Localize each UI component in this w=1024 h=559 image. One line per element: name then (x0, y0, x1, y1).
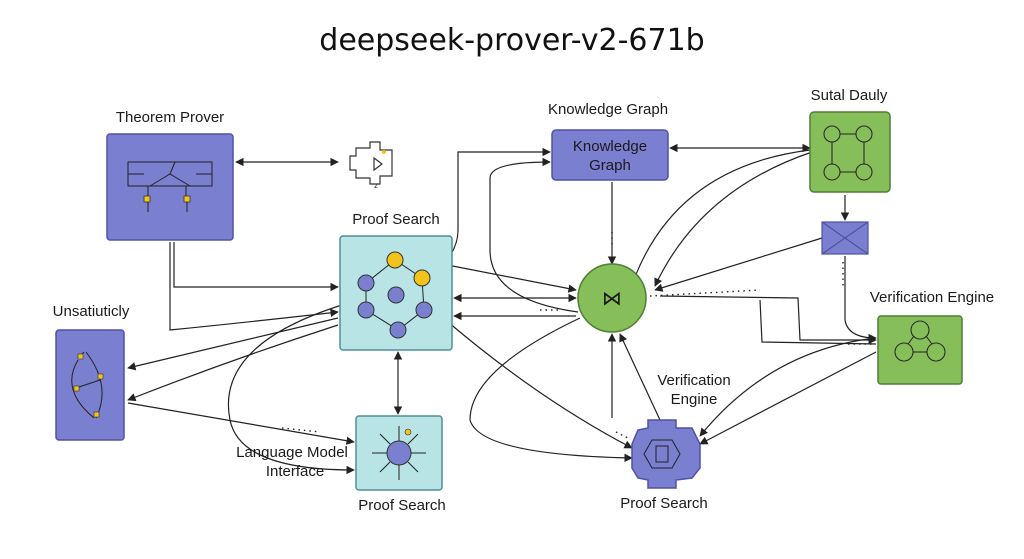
node-sutal-dauly: Sutal Dauly (809, 87, 891, 193)
edge-ver-octagon-1 (699, 351, 877, 445)
node-proof-search-bottom: Proof Search (355, 415, 446, 514)
node-adapter: z (349, 141, 393, 190)
edge-octagon-hub-2 (619, 333, 661, 421)
proof-search-bottom-label: Proof Search (358, 497, 446, 514)
edge-ver-hub (659, 295, 877, 345)
edge-ver-octagon-2 (699, 337, 877, 437)
theorem-prover-label: Theorem Prover (116, 109, 224, 126)
radial-node-icon (372, 426, 426, 480)
verification-engine-bottom-line2: Engine (671, 391, 718, 408)
unsatiuticly-label: Unsatiuticly (53, 303, 130, 320)
node-verification-engine-bottom: Verification Engine (657, 372, 730, 408)
knowledge-graph-title: Knowledge Graph (548, 101, 668, 118)
node-hub: ⋈ (577, 263, 647, 333)
edge-cross-hub (654, 237, 823, 292)
lmi-line1: Language Model (236, 444, 348, 461)
arc-network-icon (71, 351, 104, 419)
edge-theorem-proofsearch-2 (169, 242, 339, 331)
edge-sutal-hub (654, 151, 813, 287)
edge-unsat-lmi (127, 402, 355, 445)
proof-search-main-label: Proof Search (352, 211, 440, 228)
octagon-icon (631, 419, 701, 489)
edges (127, 143, 877, 475)
node-theorem-prover: Theorem Prover (106, 109, 234, 241)
node-cross-connector (821, 221, 869, 255)
dots-hub-right (649, 289, 761, 297)
edge-cross-ver (844, 256, 877, 343)
node-unsatiuticly: Unsatiuticly (53, 303, 130, 441)
edge-proofsearch-unsat-2 (127, 324, 339, 402)
dots-lmi (281, 427, 321, 433)
edge-proofsearch-kg (439, 147, 551, 269)
dots-octagon (615, 431, 629, 439)
adapter-glyph: z (374, 181, 378, 190)
edge-theorem-proofsearch (173, 242, 339, 292)
node-verification-engine-right: Verification Engine (870, 289, 994, 385)
knowledge-graph-line1: Knowledge (573, 138, 647, 155)
edge-proofsearch-hub-2 (431, 261, 577, 293)
circuit-icon (127, 161, 213, 212)
verification-engine-bottom-line1: Verification (657, 372, 730, 389)
cycle-graph-icon (823, 125, 873, 181)
edge-ver-hub-2 (759, 299, 877, 345)
bowtie-icon: ⋈ (602, 286, 622, 310)
lmi-line2: Interface (266, 463, 324, 480)
node-language-model-interface: Language Model Interface (236, 444, 348, 480)
knowledge-graph-line2: Graph (589, 157, 631, 174)
triangle-graph-icon (894, 320, 946, 362)
verification-engine-right-label: Verification Engine (870, 289, 994, 306)
search-graph-icon (357, 251, 433, 339)
edge-proofsearch-octagon (447, 321, 633, 449)
node-proof-search-main: Proof Search (339, 211, 453, 351)
edge-curve-lmi (227, 304, 355, 475)
diagram-title: deepseek-prover-v2-671b (319, 23, 704, 58)
edge-proofsearch-unsat-1 (127, 317, 339, 371)
node-knowledge-graph: Knowledge Graph Knowledge Graph (548, 101, 669, 181)
proof-search-octagon-label: Proof Search (620, 495, 708, 512)
edge-hub-kg-loop (489, 157, 579, 313)
node-proof-search-octagon: Proof Search (620, 419, 708, 512)
sutal-dauly-label: Sutal Dauly (811, 87, 888, 104)
adapter-icon (349, 141, 393, 185)
edge-hub-octagon-loop (469, 317, 633, 463)
